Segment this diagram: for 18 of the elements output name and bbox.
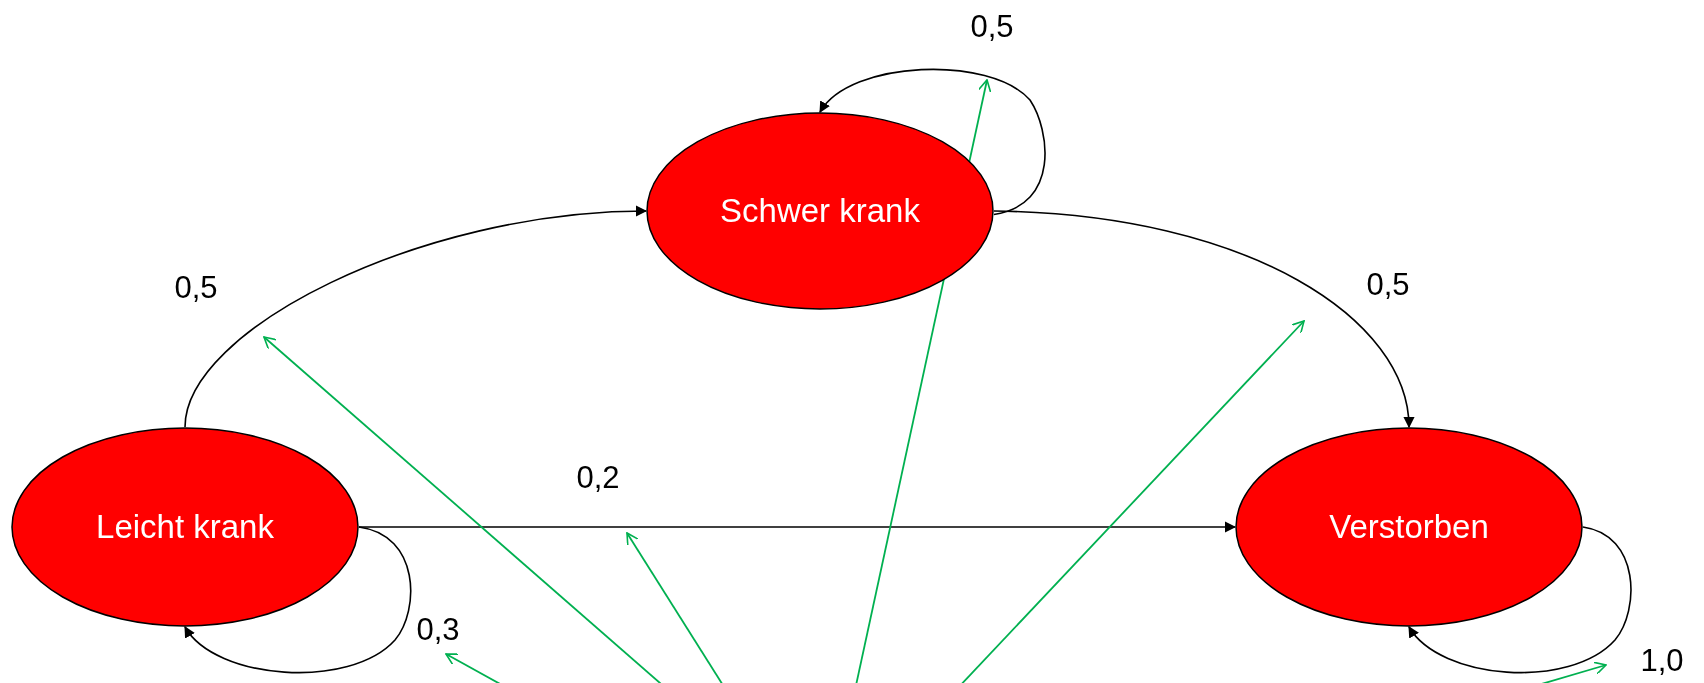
- probability-label: 0,5: [174, 270, 218, 306]
- probability-label: 0,5: [1366, 267, 1410, 303]
- state-label: Leicht krank: [95, 507, 275, 547]
- probability-label: 0,2: [576, 460, 620, 496]
- state-ellipse: [1235, 427, 1583, 627]
- probability-label: 1,0: [1640, 643, 1684, 679]
- state-label: Verstorben: [1328, 507, 1490, 547]
- state-ellipse: [646, 112, 994, 310]
- probability-label: 0,3: [416, 612, 460, 648]
- transition-arrow: [184, 526, 412, 674]
- probability-label: 0,5: [970, 9, 1014, 45]
- transition-arrow: [358, 521, 1237, 533]
- transition-arrow: [819, 68, 1046, 216]
- transition-arrow: [993, 210, 1414, 429]
- state-label: Schwer krank: [719, 191, 921, 231]
- state-ellipse: [11, 427, 359, 627]
- transition-arrow: [184, 205, 648, 428]
- transition-arrow: [1408, 526, 1632, 674]
